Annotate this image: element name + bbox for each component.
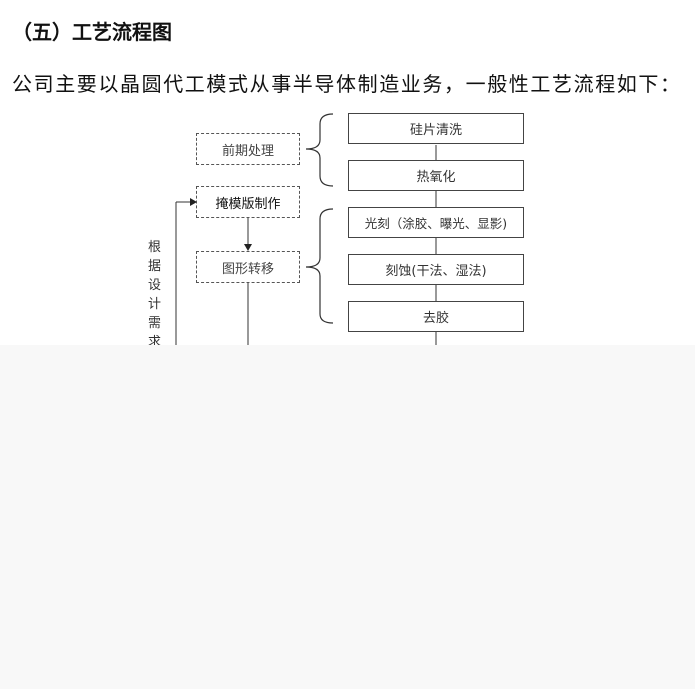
stage-pattern-transfer: 图形转移 — [196, 251, 300, 283]
feedback-side-label: 根据设计需求多 — [148, 240, 162, 345]
bracket-pattern-transfer — [305, 208, 334, 324]
step-lithography: 光刻（涂胶、曝光、显影) — [348, 207, 524, 238]
stage-pre-processing: 前期处理 — [196, 133, 300, 165]
intro-paragraph: 公司主要以晶圆代工模式从事半导体制造业务，一般性工艺流程如下： — [12, 72, 682, 96]
step-etching: 刻蚀(干法、湿法) — [348, 254, 524, 285]
step-wafer-cleaning: 硅片清洗 — [348, 113, 524, 144]
arrow-right-icon — [190, 198, 197, 206]
stage-mask-making: 掩模版制作 — [196, 186, 300, 218]
document-page: （五）工艺流程图 公司主要以晶圆代工模式从事半导体制造业务，一般性工艺流程如下：… — [12, 20, 682, 345]
section-heading: （五）工艺流程图 — [12, 20, 172, 44]
arrow-down-icon — [244, 244, 252, 251]
step-thermal-oxidation: 热氧化 — [348, 160, 524, 191]
bracket-pre-processing — [305, 113, 334, 187]
step-stripping: 去胶 — [348, 301, 524, 332]
